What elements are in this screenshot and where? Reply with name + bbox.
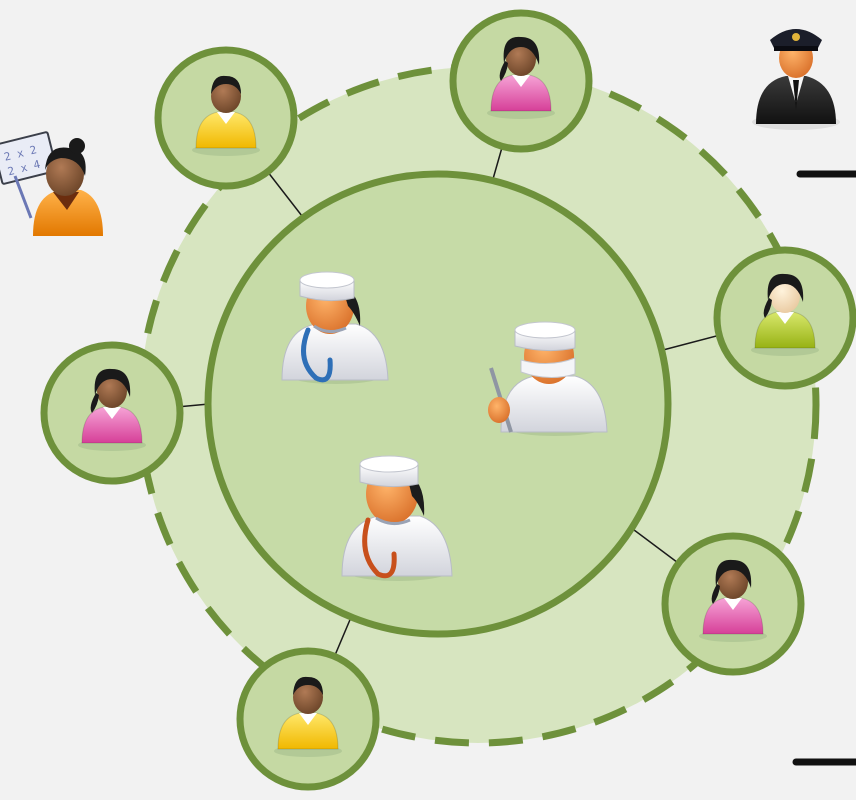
person-node-left [40, 341, 184, 485]
person-icon [699, 559, 767, 642]
doctor-blue-stethoscope-icon [281, 271, 389, 384]
person-node-bottom-right [661, 532, 805, 676]
pilot-icon [752, 29, 840, 130]
person-icon [274, 676, 342, 757]
person-node-top [449, 9, 593, 153]
person-icon [751, 273, 819, 356]
person-icon [192, 75, 260, 156]
person-node-bottom [236, 647, 380, 791]
person-node-right [713, 246, 856, 390]
person-node-top-left [154, 46, 298, 190]
teacher-icon: 2 x 2 2 x 4 [0, 131, 103, 236]
outer-nodes [40, 9, 856, 791]
person-icon [78, 368, 146, 451]
person-icon [487, 36, 555, 119]
surgeon-scalpel-icon [488, 321, 608, 436]
center-group [281, 271, 608, 581]
doctor-orange-stethoscope-icon [341, 455, 453, 581]
